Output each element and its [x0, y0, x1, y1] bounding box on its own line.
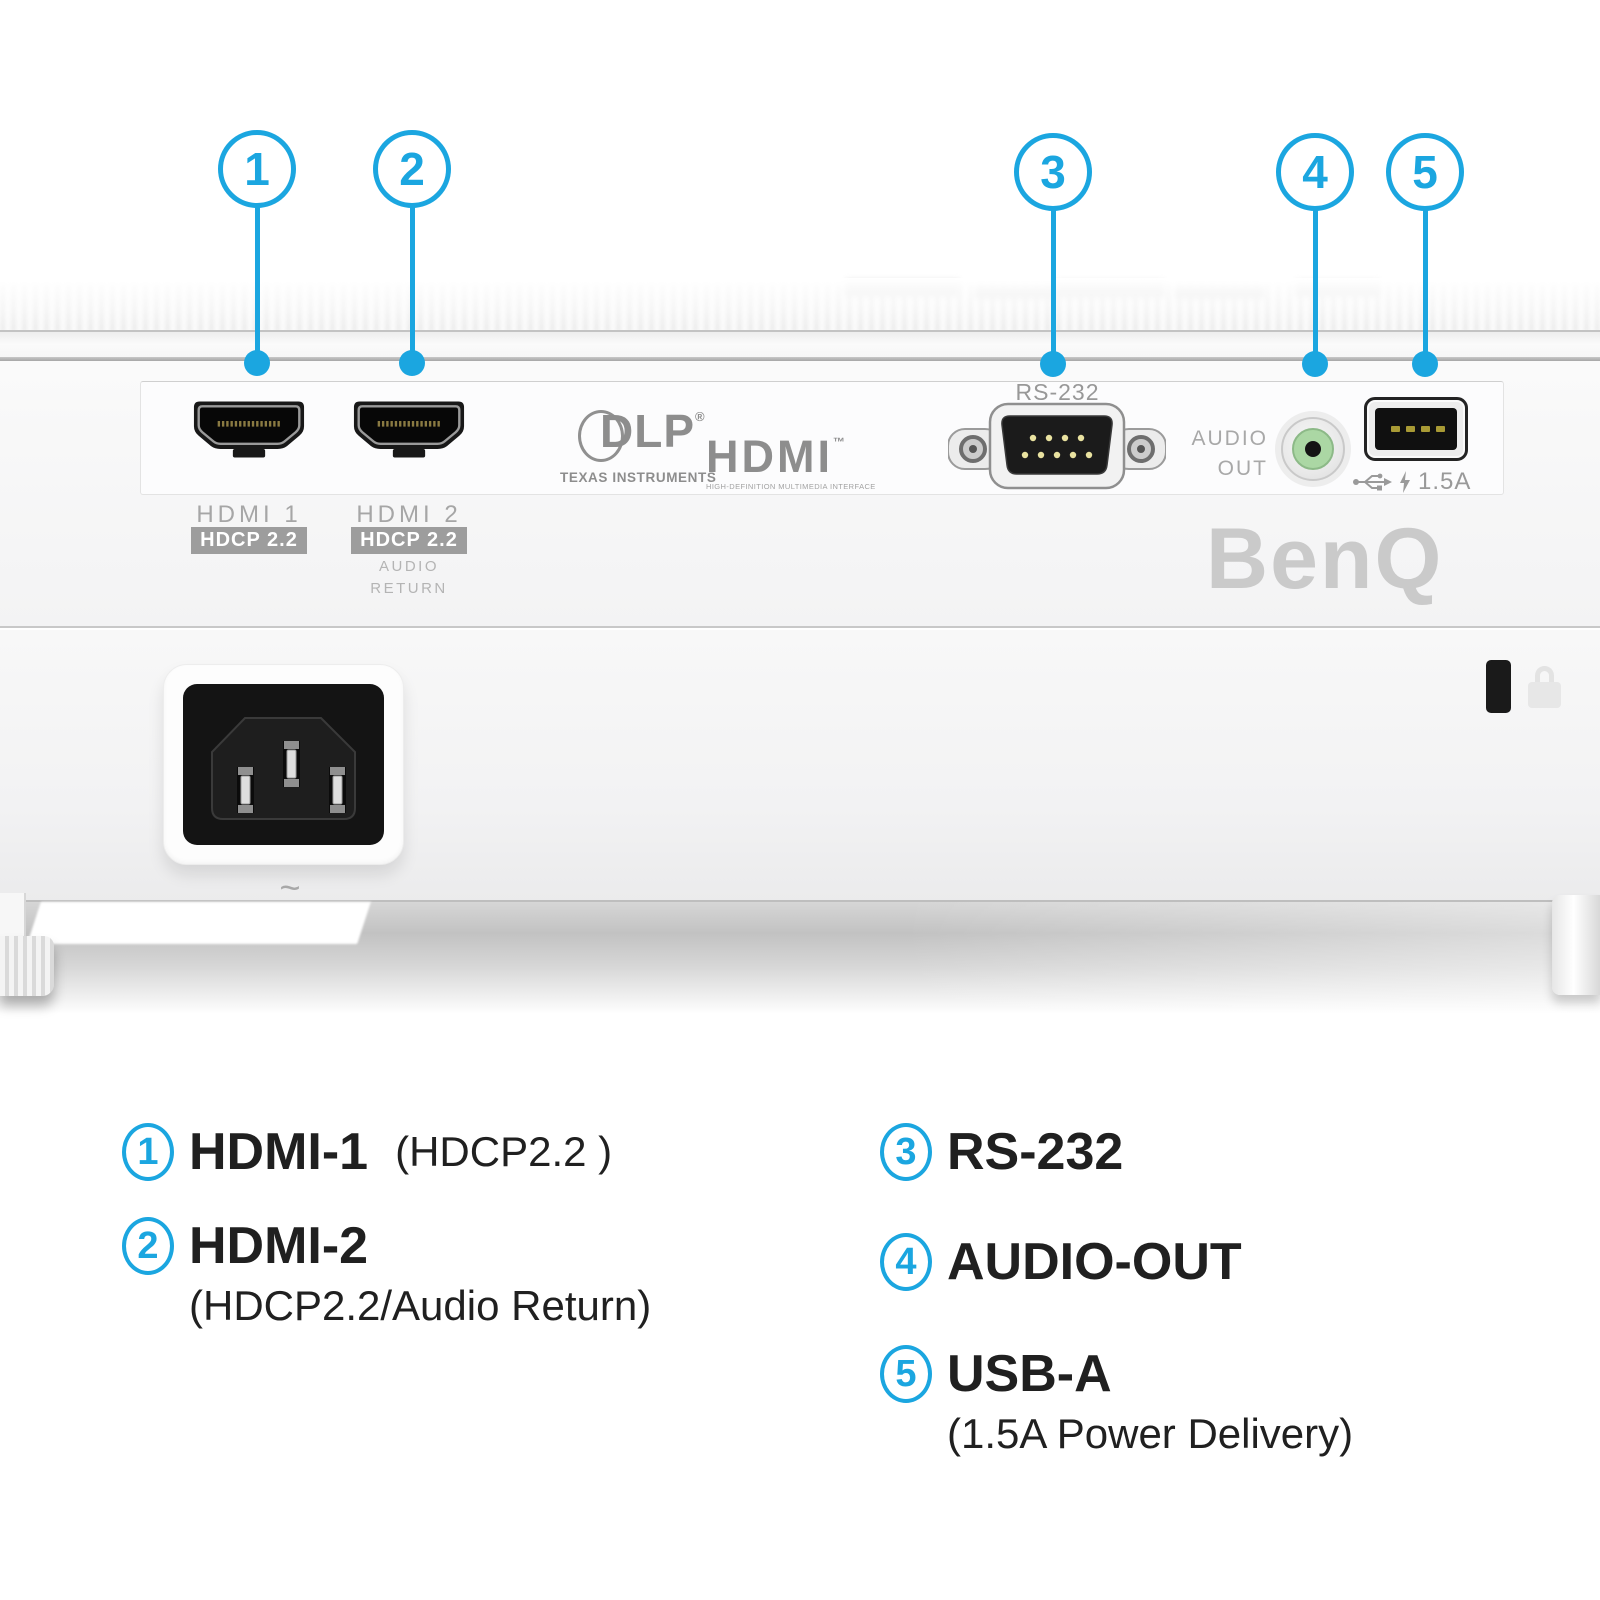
legend-item-usb-a: 5 USB-A (1.5A Power Delivery) [880, 1344, 1353, 1458]
callout-5-circle: 5 [1386, 133, 1464, 211]
underside-shadow-fade [900, 902, 1600, 1014]
usb-a-port [1364, 397, 1468, 461]
rs-232-port [948, 402, 1166, 490]
benq-logo: BenQ [1206, 511, 1444, 607]
callout-1-line [254, 206, 260, 358]
legend-item-hdmi-2: 2 HDMI-2 (HDCP2.2/Audio Return) [122, 1216, 651, 1330]
panel-seam-middle [0, 626, 1600, 628]
legend-number-3: 3 [880, 1123, 932, 1181]
kensington-lock-slot [1486, 660, 1511, 713]
usb-power-caption: 1.5A [1352, 468, 1492, 496]
callout-3-circle: 3 [1014, 133, 1092, 211]
bottom-edge [0, 900, 1600, 902]
hdmi-1-hdcp-badge: HDCP 2.2 [174, 527, 324, 554]
callout-4-dot [1302, 351, 1328, 377]
hdmi-1-port [193, 401, 305, 458]
callout-3-line [1050, 209, 1056, 359]
ac-power-inlet [163, 664, 404, 865]
dlp-logo: DLP® TEXAS INSTRUMENTS [560, 405, 717, 485]
usb-current-label: 1.5A [1418, 468, 1472, 495]
ac-inlet-face [183, 684, 384, 845]
callout-4-circle: 4 [1276, 133, 1354, 211]
callout-5-dot [1412, 351, 1438, 377]
hdmi-2-port [353, 401, 465, 458]
left-adjustable-foot [0, 936, 54, 996]
usb-trident-icon [1353, 473, 1392, 491]
callout-1-circle: 1 [218, 130, 296, 208]
kensington-lock-icon [1524, 666, 1566, 710]
callout-1-dot [244, 350, 270, 376]
rs-232-label: RS-232 [1015, 379, 1100, 405]
panel-seam-highlight [0, 628, 1600, 630]
legend-number-2: 2 [122, 1217, 174, 1275]
top-blur-fade [0, 278, 1600, 334]
legend-item-hdmi-1: 1 HDMI-1 (HDCP2.2 ) [122, 1122, 612, 1182]
callout-4-line [1312, 209, 1318, 359]
audio-out-jack [1281, 417, 1345, 481]
audio-out-label: AUDIO OUT [1191, 427, 1268, 481]
panel-seam-top [0, 357, 1600, 361]
ac-symbol: ~ [279, 867, 301, 908]
hdmi-1-label: HDMI 1 [196, 501, 302, 528]
legend-item-audio-out: 4 AUDIO-OUT [880, 1232, 1242, 1292]
callout-2-line [409, 206, 415, 358]
lightning-icon [1400, 471, 1410, 493]
callout-2-dot [399, 350, 425, 376]
legend-number-5: 5 [880, 1345, 932, 1403]
dlp-circle-icon [578, 410, 624, 462]
underside-gap [27, 902, 371, 944]
legend-item-rs-232: 3 RS-232 [880, 1122, 1123, 1182]
callout-2-circle: 2 [373, 130, 451, 208]
legend-number-1: 1 [122, 1123, 174, 1181]
hdmi-2-label: HDMI 2 [356, 501, 462, 528]
right-adjustable-foot [1552, 895, 1600, 995]
hdmi-2-hdcp-badge: HDCP 2.2 [334, 527, 484, 554]
callout-3-dot [1040, 351, 1066, 377]
legend-number-4: 4 [880, 1233, 932, 1291]
hdmi-2-audio-return-label: AUDIO RETURN [370, 558, 448, 597]
callout-5-line [1422, 209, 1428, 359]
texas-instruments-label: TEXAS INSTRUMENTS [560, 470, 717, 485]
projector-top-edge [0, 330, 1600, 359]
hdmi-logo: HDMI™ HIGH-DEFINITION MULTIMEDIA INTERFA… [706, 431, 876, 491]
